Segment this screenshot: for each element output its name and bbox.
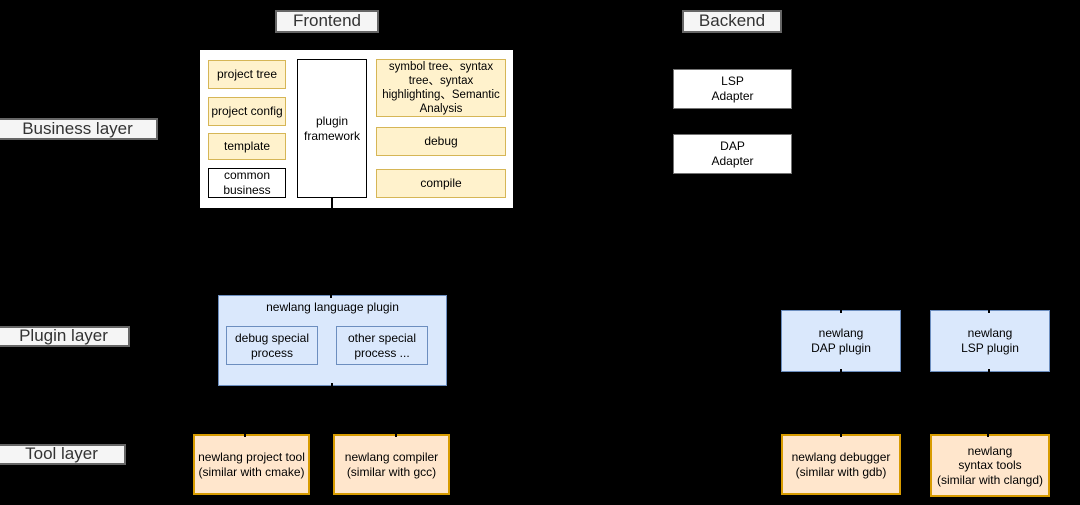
template-node: template bbox=[208, 133, 286, 160]
backend-section-title: Backend bbox=[682, 10, 782, 33]
project-tree-node: project tree bbox=[208, 60, 286, 89]
common-business-node: common business bbox=[208, 168, 286, 198]
other-special-process-node: other special process ... bbox=[336, 326, 428, 365]
connector-stub bbox=[840, 369, 842, 375]
debugger-tool-node: newlang debugger (similar with gdb) bbox=[781, 434, 901, 495]
compiler-tool-node: newlang compiler (similar with gcc) bbox=[333, 434, 450, 495]
project-tool-node: newlang project tool (similar with cmake… bbox=[193, 434, 310, 495]
connector-stub bbox=[987, 431, 989, 437]
language-plugin-title: newlang language plugin bbox=[266, 300, 399, 314]
syntax-tools-node: newlang syntax tools (similar with clang… bbox=[930, 434, 1050, 497]
project-config-node: project config bbox=[208, 97, 286, 126]
frontend-section-title: Frontend bbox=[275, 10, 379, 33]
symbol-analysis-node: symbol tree、syntax tree、syntax highlight… bbox=[376, 59, 506, 117]
debug-node: debug bbox=[376, 127, 506, 156]
dap-plugin-node: newlang DAP plugin bbox=[781, 310, 901, 372]
connector-stub bbox=[840, 431, 842, 437]
compile-node: compile bbox=[376, 169, 506, 198]
lsp-adapter-node: LSP Adapter bbox=[673, 69, 792, 109]
lsp-plugin-node: newlang LSP plugin bbox=[930, 310, 1050, 372]
connector-stub bbox=[395, 431, 397, 437]
connector-stub bbox=[988, 307, 990, 313]
connector-stub bbox=[244, 431, 246, 437]
debug-special-process-node: debug special process bbox=[226, 326, 318, 365]
connector-stub bbox=[330, 292, 332, 298]
plugin-layer-label: Plugin layer bbox=[0, 326, 130, 347]
connector-stub bbox=[331, 383, 333, 389]
plugin-framework-connector bbox=[331, 197, 333, 209]
connector-stub bbox=[988, 369, 990, 375]
business-layer-label: Business layer bbox=[0, 118, 158, 140]
dap-adapter-node: DAP Adapter bbox=[673, 134, 792, 174]
plugin-framework-node: plugin framework bbox=[297, 59, 367, 198]
connector-stub bbox=[840, 307, 842, 313]
tool-layer-label: Tool layer bbox=[0, 444, 126, 465]
